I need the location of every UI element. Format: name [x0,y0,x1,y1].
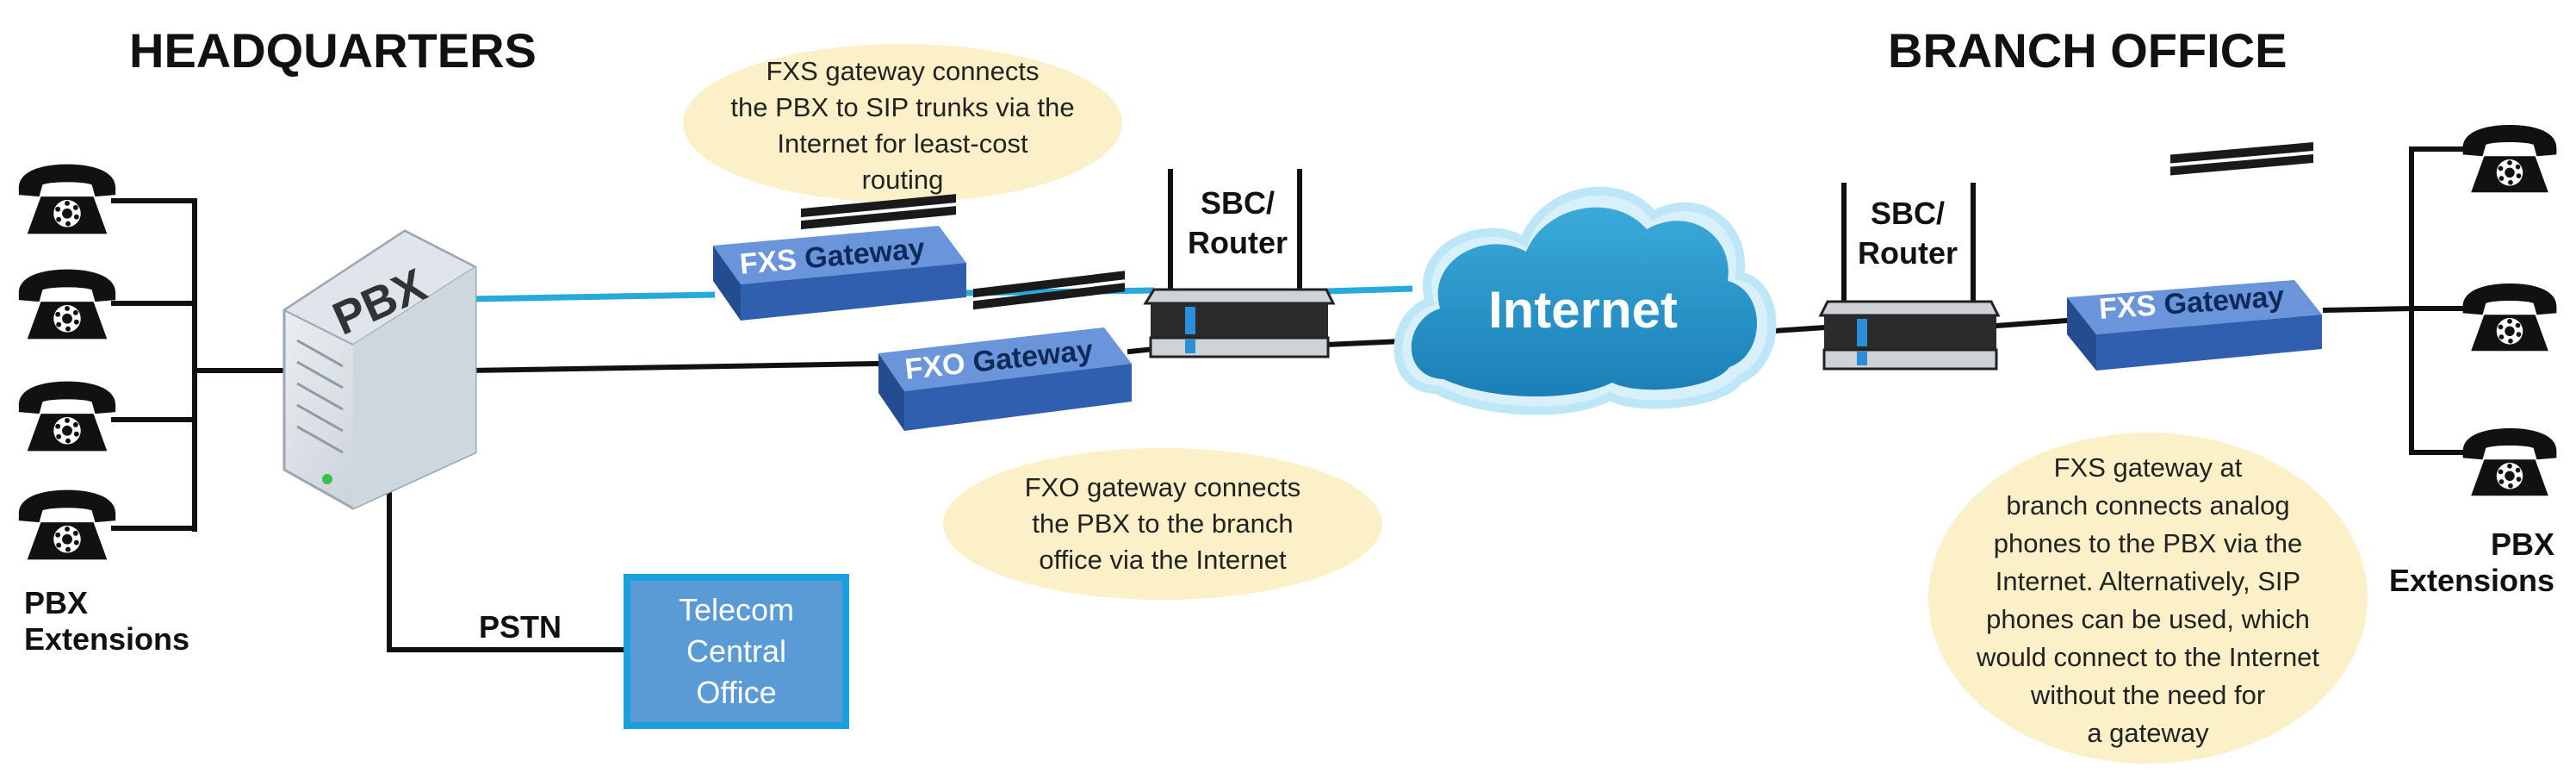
headquarters-heading: HEADQUARTERS [129,23,537,78]
router-label-2: Router [1858,235,1958,271]
telecom-central-office: Telecom Central Office [624,574,849,729]
internet-cloud-icon: Internet [1394,186,1777,415]
phone-icon [2462,124,2557,193]
hq-phones [18,164,116,560]
hq-sbc-router: SBC/ Router [1143,169,1336,358]
note-line: FXS gateway at [2054,452,2243,483]
note-line: FXO gateway connects [1025,472,1301,502]
pbx-server: PBX [282,229,478,510]
hq-extensions-label-2: Extensions [24,621,189,657]
fxs-prefix: FXS [2098,289,2157,326]
note-line: phones to the PBX via the [1994,528,2302,558]
note-line: routing [862,165,944,195]
router-label-2: Router [1188,225,1288,260]
phone-icon [18,164,116,234]
note-line: the PBX to SIP trunks via the [730,92,1074,122]
phone-icon [18,381,116,452]
branch-phones [2462,124,2557,496]
telecom-label-3: Office [696,675,776,710]
note-line: without the need for [2030,680,2265,710]
note-line: the PBX to the branch [1032,508,1293,539]
fxs-prefix: FXS [738,243,798,281]
phone-icon [18,489,116,560]
pstn-label: PSTN [479,609,562,645]
telecom-label-1: Telecom [679,592,794,627]
branch-extensions-label-1: PBX [2491,527,2554,562]
internet-label: Internet [1488,281,1678,339]
note-line: would connect to the Internet [1976,642,2319,672]
fxs-hq-note: FXS gateway connects the PBX to SIP trun… [683,44,1122,203]
note-line: office via the Internet [1039,545,1287,575]
hq-fxs-gateway: FXS Gateway [713,194,966,321]
phone-icon [2462,283,2557,352]
note-line: a gateway [2087,718,2209,748]
note-line: Internet for least-cost [777,128,1028,159]
fxo-prefix: FXO [903,347,966,386]
note-line: phones can be used, which [1986,604,2310,634]
telecom-label-2: Central [686,633,786,669]
phone-icon [2462,427,2557,496]
hq-extensions-label-1: PBX [24,585,88,620]
status-led-icon [322,474,332,484]
hq-fxo-gateway: FXO Gateway [878,271,1132,431]
fxs-branch-note: FXS gateway at branch connects analog ph… [1928,433,2368,763]
branch-office-heading: BRANCH OFFICE [1888,23,2287,78]
fxo-hq-note: FXO gateway connects the PBX to the bran… [943,448,1382,600]
router-label-1: SBC/ [1201,185,1275,221]
branch-fxs-gateway: FXS Gateway [2067,142,2322,371]
note-line: Internet. Alternatively, SIP [1996,566,2300,596]
branch-sbc-router: SBC/ Router [1818,183,2001,371]
router-label-1: SBC/ [1871,196,1945,231]
note-line: FXS gateway connects [766,56,1039,86]
branch-extensions-label-2: Extensions [2389,563,2554,598]
note-line: branch connects analog [2006,490,2289,520]
phone-icon [18,269,116,340]
